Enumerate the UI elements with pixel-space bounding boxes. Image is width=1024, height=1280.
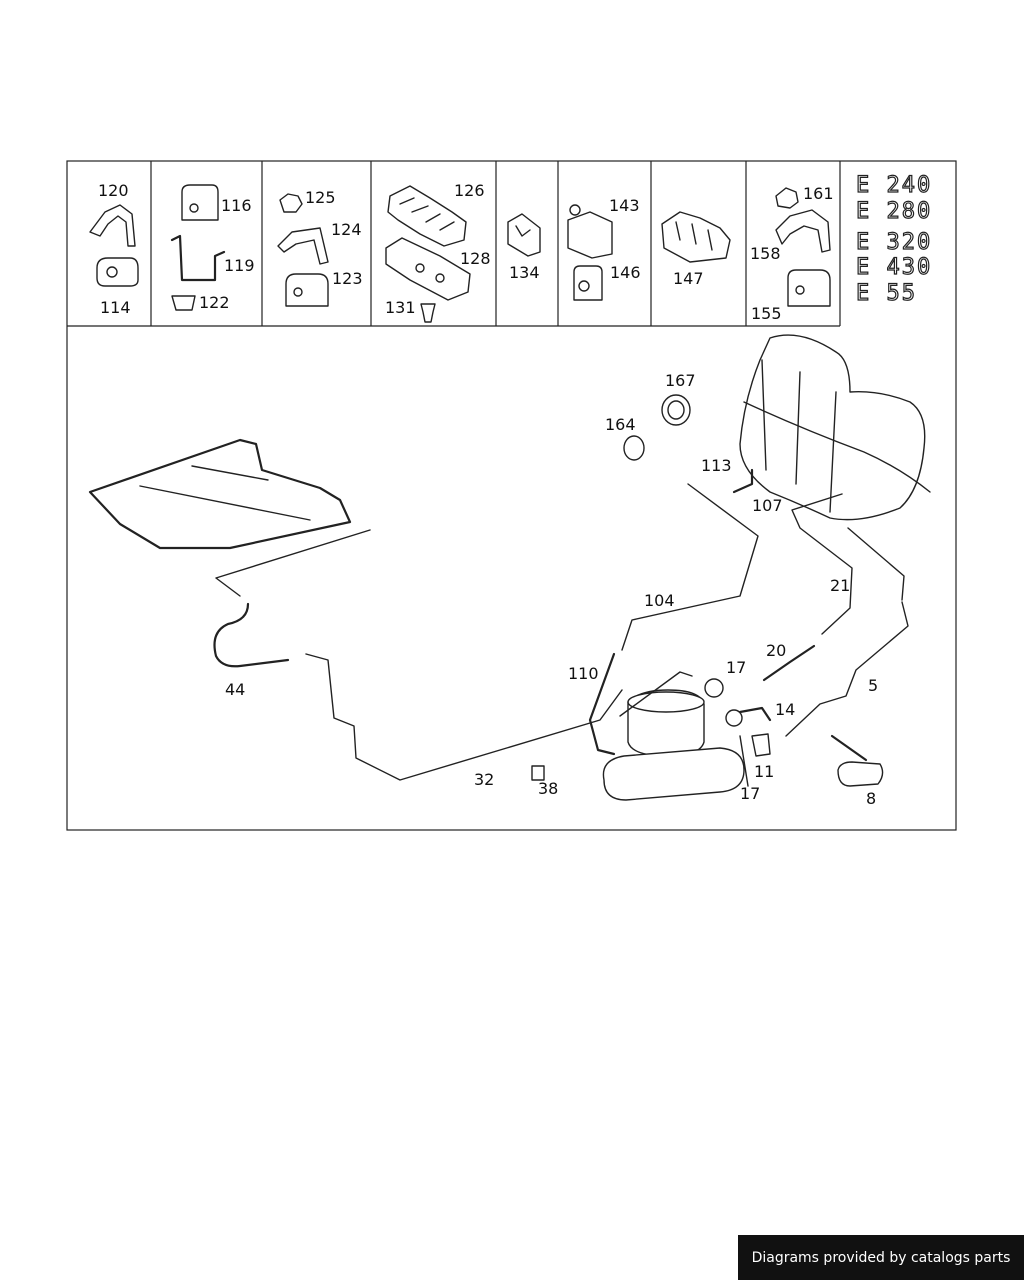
callout-120: 120 bbox=[98, 181, 129, 200]
callout-158: 158 bbox=[750, 244, 781, 263]
callout-125: 125 bbox=[305, 188, 336, 207]
callout-124: 124 bbox=[331, 220, 362, 239]
fuel-tank bbox=[739, 334, 931, 521]
callout-119: 119 bbox=[224, 256, 255, 275]
callout-155: 155 bbox=[751, 304, 782, 323]
callout-128: 128 bbox=[460, 249, 491, 268]
callout-122: 122 bbox=[199, 293, 230, 312]
callout-114: 114 bbox=[100, 298, 131, 317]
callout-164: 164 bbox=[605, 415, 636, 434]
callout-161: 161 bbox=[803, 184, 834, 203]
callout-38: 38 bbox=[538, 779, 558, 798]
fuel-lines bbox=[213, 483, 909, 781]
model-e240: E 240 bbox=[856, 173, 932, 198]
callout-8: 8 bbox=[866, 789, 876, 808]
callout-123: 123 bbox=[332, 269, 363, 288]
footer-credit: Diagrams provided by catalogs parts bbox=[738, 1235, 1024, 1280]
charcoal-canister bbox=[602, 671, 749, 801]
callout-labels: 120 114 116 119 122 125 124 123 126 128 … bbox=[98, 181, 878, 808]
model-list: E 240 E 280 E 320 E 430 E 55 bbox=[855, 172, 932, 306]
model-e280: E 280 bbox=[856, 199, 932, 224]
model-e55: E 55 bbox=[856, 281, 917, 306]
callout-17-lower: 17 bbox=[740, 784, 760, 803]
callout-17-upper: 17 bbox=[726, 658, 746, 677]
callout-5: 5 bbox=[868, 676, 878, 695]
callout-126: 126 bbox=[454, 181, 485, 200]
fuel-rail-frame bbox=[88, 438, 371, 597]
callout-20: 20 bbox=[766, 641, 786, 660]
callout-110: 110 bbox=[568, 664, 599, 683]
callout-116: 116 bbox=[221, 196, 252, 215]
callout-167: 167 bbox=[665, 371, 696, 390]
callout-134: 134 bbox=[509, 263, 540, 282]
callout-14: 14 bbox=[775, 700, 795, 719]
model-e320: E 320 bbox=[856, 230, 932, 255]
callout-113: 113 bbox=[701, 456, 732, 475]
callout-21: 21 bbox=[830, 576, 850, 595]
callout-32: 32 bbox=[474, 770, 494, 789]
callout-146: 146 bbox=[610, 263, 641, 282]
callout-107: 107 bbox=[752, 496, 783, 515]
callout-147: 147 bbox=[673, 269, 704, 288]
clip-parts-group bbox=[89, 184, 831, 323]
callout-11: 11 bbox=[754, 762, 774, 781]
diagram-frame bbox=[66, 160, 957, 831]
callout-104: 104 bbox=[644, 591, 675, 610]
callout-131: 131 bbox=[385, 298, 416, 317]
callout-143: 143 bbox=[609, 196, 640, 215]
model-e430: E 430 bbox=[856, 255, 932, 280]
small-parts bbox=[531, 394, 884, 787]
callout-44: 44 bbox=[225, 680, 245, 699]
